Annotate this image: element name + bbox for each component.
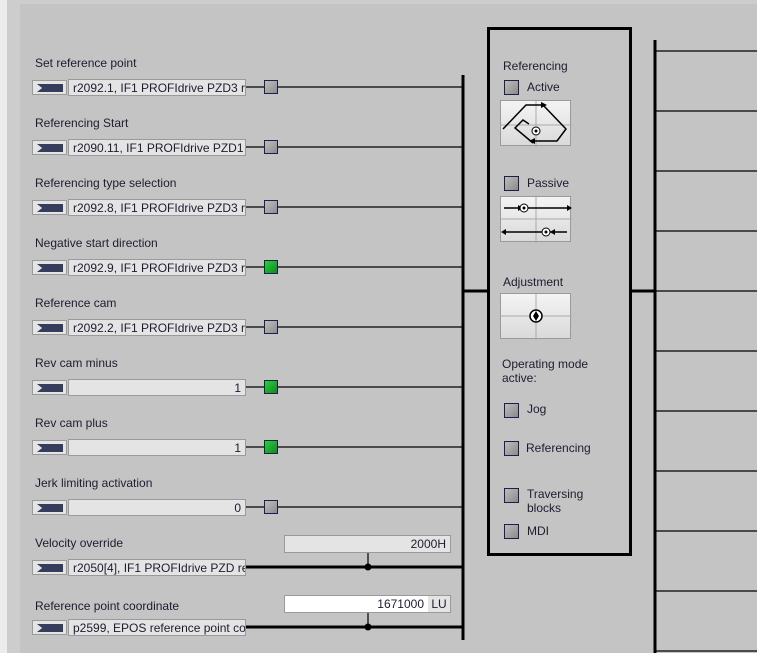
row-label: Velocity override: [35, 536, 124, 550]
connector-arrow-icon: [37, 84, 63, 92]
reference-point-value: 1671000: [377, 597, 424, 611]
status-indicator: [264, 80, 278, 94]
signal-source-button[interactable]: [32, 380, 67, 395]
status-indicator: [264, 260, 278, 274]
adjustment-icon: [501, 294, 572, 340]
operating-mode-title-line2: active:: [502, 371, 537, 385]
row-label: Reference point coordinate: [35, 599, 180, 613]
signal-source-button[interactable]: [32, 320, 67, 335]
signal-source-field[interactable]: r2092.2, IF1 PROFIdrive PZD3 rec: [68, 319, 246, 336]
value-input[interactable]: 0: [68, 499, 246, 516]
connector-arrow-icon: [37, 564, 63, 572]
signal-source-button[interactable]: [32, 500, 67, 515]
active-checkbox[interactable]: [504, 80, 519, 95]
passive-checkbox[interactable]: [504, 176, 519, 191]
row-label: Referencing Start: [35, 116, 129, 130]
connector-arrow-icon: [37, 624, 63, 632]
connector-arrow-icon: [37, 264, 63, 272]
status-indicator: [264, 140, 278, 154]
signal-source-field[interactable]: r2090.11, IF1 PROFIdrive PZD1 re: [68, 139, 246, 156]
referencing-title: Referencing: [503, 59, 568, 73]
mode-referencing-indicator: [504, 441, 519, 456]
mode-traversing-label: Traversing: [527, 487, 584, 501]
value-input[interactable]: 1: [68, 439, 246, 456]
mode-jog-label: Jog: [527, 402, 547, 416]
row-label: Rev cam minus: [35, 356, 118, 370]
signal-source-button[interactable]: [32, 140, 67, 155]
connector-arrow-icon: [37, 324, 63, 332]
signal-source-field[interactable]: r2092.9, IF1 PROFIdrive PZD3 rec: [68, 259, 246, 276]
status-indicator: [264, 440, 278, 454]
signal-source-button[interactable]: [32, 560, 67, 575]
passive-referencing-icon: [501, 197, 572, 243]
row-label: Set reference point: [35, 56, 137, 70]
active-label: Active: [527, 80, 560, 94]
adjustment-button[interactable]: [500, 293, 572, 340]
row-label: Negative start direction: [35, 236, 158, 250]
signal-source-field[interactable]: r2050[4], IF1 PROFIdrive PZD rec: [68, 559, 246, 576]
signal-source-button[interactable]: [32, 200, 67, 215]
status-indicator: [264, 320, 278, 334]
mode-traversing-label-line2: blocks: [527, 501, 562, 515]
velocity-override-readout: 2000H: [284, 535, 451, 553]
junction-dot: [364, 563, 372, 571]
status-indicator: [264, 200, 278, 214]
row-label: Rev cam plus: [35, 416, 108, 430]
row-label: Jerk limiting activation: [35, 476, 153, 490]
signal-source-field[interactable]: r2092.1, IF1 PROFIdrive PZD3 rec: [68, 79, 246, 96]
passive-label: Passive: [527, 176, 570, 190]
mode-mdi-label: MDI: [527, 524, 549, 538]
passive-referencing-button[interactable]: [500, 196, 572, 243]
signal-source-button[interactable]: [32, 80, 67, 95]
connector-arrow-icon: [37, 384, 63, 392]
connector-arrow-icon: [37, 444, 63, 452]
unit-label: LU: [428, 596, 450, 612]
reference-point-coordinate-input[interactable]: 1671000: [284, 595, 451, 613]
mode-jog-indicator: [504, 403, 519, 418]
status-indicator: [264, 500, 278, 514]
mode-mdi-indicator: [504, 524, 519, 539]
connector-arrow-icon: [37, 144, 63, 152]
active-referencing-icon: [501, 101, 572, 147]
junction-dot: [364, 623, 372, 631]
row-label: Referencing type selection: [35, 176, 177, 190]
referencing-panel-box: [487, 27, 632, 556]
status-indicator: [264, 380, 278, 394]
value-input[interactable]: 1: [68, 379, 246, 396]
row-label: Reference cam: [35, 296, 117, 310]
connector-arrow-icon: [37, 204, 63, 212]
signal-source-button[interactable]: [32, 620, 67, 635]
operating-mode-title: Operating mode: [502, 357, 589, 371]
signal-source-field[interactable]: p2599, EPOS reference point coo: [68, 619, 246, 636]
signal-source-button[interactable]: [32, 440, 67, 455]
signal-source-field[interactable]: r2092.8, IF1 PROFIdrive PZD3 rec: [68, 199, 246, 216]
mode-traversing-blocks-indicator: [504, 488, 519, 503]
connector-arrow-icon: [37, 504, 63, 512]
signal-source-button[interactable]: [32, 260, 67, 275]
mode-referencing-label: Referencing: [526, 441, 591, 455]
active-referencing-button[interactable]: [500, 100, 572, 147]
adjustment-title: Adjustment: [503, 275, 564, 289]
